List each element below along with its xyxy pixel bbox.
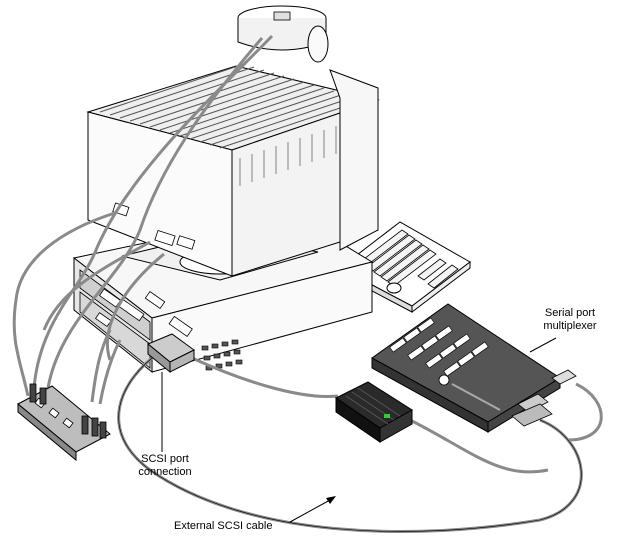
scsi-port-connection-label: SCSI port connection	[133, 453, 197, 479]
power-strip	[17, 383, 111, 462]
multiplexer-callout-line	[529, 337, 557, 353]
cable-callout-arrow	[289, 496, 336, 523]
scsi-port-connector	[147, 333, 195, 452]
monitor	[86, 63, 380, 281]
external-scsi-cable-label: External SCSI cable	[174, 520, 273, 532]
scsi-terminator	[335, 381, 413, 443]
serial-port-multiplexer-label: Serial port multiplexer	[532, 307, 608, 333]
serial-label-line-1: Serial port	[544, 307, 596, 319]
led-indicator	[384, 414, 390, 418]
camera-icon	[237, 5, 329, 63]
scsi-label-line-1: SCSI port	[141, 453, 189, 465]
serial-label-line-2: multiplexer	[543, 320, 597, 332]
scsi-label-line-2: connection	[138, 466, 192, 478]
serial-port-multiplexer	[371, 303, 577, 433]
